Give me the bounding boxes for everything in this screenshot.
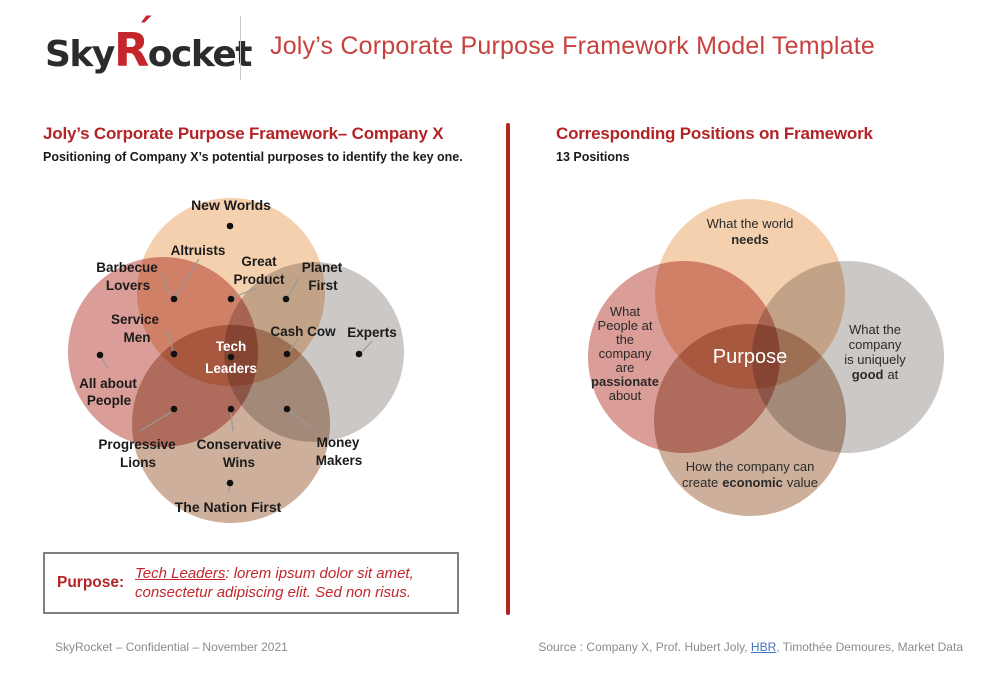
leader-lines: [100, 258, 373, 493]
position-dot: [283, 350, 291, 358]
svg-text:company: company: [599, 346, 652, 361]
left-panel-subtitle: Positioning of Company X’s potential pur…: [43, 150, 463, 164]
label-cash-cow: Cash Cow: [270, 324, 336, 339]
position-dot: [227, 353, 235, 361]
label-barbecue-lovers: Barbecue: [96, 260, 158, 275]
logo-sky: Sky: [45, 34, 115, 75]
purpose-highlight: Tech Leaders: [135, 564, 226, 582]
section-divider: [506, 123, 510, 615]
position-dot: [282, 295, 290, 303]
header: SkyR´ocket Joly’s Corporate Purpose Fram…: [0, 0, 984, 100]
label-all-about-people: People: [87, 393, 132, 408]
label-conservative-wins: Wins: [223, 455, 255, 470]
position-dot: [227, 295, 235, 303]
footer-source: Source : Company X, Prof. Hubert Joly, H…: [538, 640, 963, 654]
svg-text:the: the: [616, 332, 634, 347]
header-divider: [240, 16, 241, 80]
hbr-link[interactable]: HBR: [750, 640, 777, 654]
position-dot: [170, 405, 178, 413]
right-panel-title: Corresponding Positions on Framework: [556, 124, 873, 143]
label-what-world-needs: needs: [731, 232, 769, 247]
purpose-box-label: Purpose:: [57, 574, 125, 591]
position-dot: [283, 405, 291, 413]
purpose-box: Purpose: Tech Leaders: lorem ipsum dolor…: [43, 552, 459, 614]
logo-r: R´: [113, 11, 153, 77]
label-planet-first: Planet: [302, 260, 343, 275]
label-altruists: Altruists: [171, 243, 226, 258]
label-great-product: Product: [233, 272, 285, 287]
svg-text:People at: People at: [598, 318, 653, 333]
position-dots: [96, 222, 363, 487]
label-progressive-lions: Progressive: [98, 437, 176, 452]
label-service-men: Men: [124, 330, 151, 345]
position-dot: [170, 295, 178, 303]
right-panel-subtitle: 13 Positions: [556, 150, 630, 164]
logo-ocket: ocket: [147, 34, 253, 75]
label-progressive-lions: Lions: [120, 455, 156, 470]
label-money-makers: Makers: [316, 453, 363, 468]
svg-text:passionate: passionate: [591, 374, 659, 389]
svg-text:What: What: [610, 304, 641, 319]
venn-circle-bottom: [132, 325, 330, 523]
label-the-nation-first: The Nation First: [175, 499, 282, 515]
svg-text:is uniquely: is uniquely: [844, 352, 906, 367]
position-dot: [96, 351, 104, 359]
label-tech-leaders: Tech: [216, 339, 247, 354]
position-dot: [355, 350, 363, 358]
label-conservative-wins: Conservative: [197, 437, 282, 452]
label-new-worlds: New Worlds: [191, 197, 271, 213]
svg-text:What the: What the: [849, 322, 901, 337]
label-all-about-people: All about: [79, 376, 137, 391]
company-venn-diagram: New Worlds Altruists Barbecue Lovers Gre…: [68, 197, 404, 523]
position-dot: [227, 405, 235, 413]
label-what-world-needs: What the world: [707, 216, 794, 231]
logo-accent: ´: [134, 11, 153, 55]
label-tech-leaders: Leaders: [205, 361, 257, 376]
footer-confidential: SkyRocket – Confidential – November 2021: [55, 640, 288, 654]
left-panel-title: Joly’s Corporate Purpose Framework– Comp…: [43, 124, 444, 143]
framework-venn-diagram: What the world needs What People at the …: [588, 199, 944, 516]
svg-text:How the company can: How the company can: [686, 459, 815, 474]
label-experts: Experts: [347, 325, 397, 340]
label-service-men: Service: [111, 312, 160, 327]
label-passionate: What People at the company are passionat…: [591, 304, 659, 403]
venn-circle-economic-value: [654, 324, 846, 516]
label-great-product: Great: [241, 254, 277, 269]
svg-text:company: company: [849, 337, 902, 352]
position-dot: [170, 350, 178, 358]
position-dot: [226, 222, 234, 230]
position-dot: [226, 479, 234, 487]
svg-text:are: are: [616, 360, 635, 375]
label-planet-first: First: [308, 278, 338, 293]
label-purpose-center: Purpose: [713, 346, 788, 368]
svg-text:about: about: [609, 388, 642, 403]
slide-title: Joly’s Corporate Purpose Framework Model…: [270, 32, 875, 60]
skyrocket-logo: SkyR´ocket: [45, 11, 253, 79]
label-money-makers: Money: [317, 435, 360, 450]
label-barbecue-lovers: Lovers: [106, 278, 150, 293]
purpose-box-text: Tech Leaders: lorem ipsum dolor sit amet…: [135, 564, 414, 602]
